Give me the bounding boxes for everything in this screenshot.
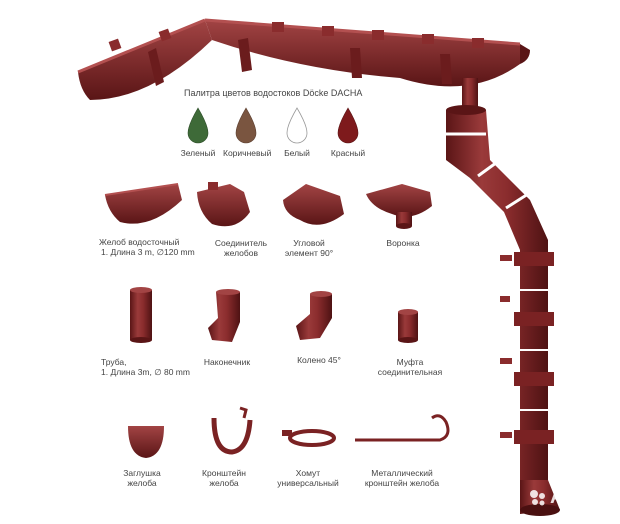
- gutter-part: [104, 183, 182, 224]
- part-label-cap: Заглушка желоба: [123, 468, 161, 488]
- bracket-part: [211, 406, 253, 455]
- downpipe: [446, 78, 560, 516]
- color-label-green: Зеленый: [180, 148, 216, 158]
- funnel-part: [366, 184, 432, 229]
- part-label-clamp: Хомут универсальный: [277, 468, 339, 488]
- color-label-white: Белый: [284, 148, 310, 158]
- connector-part: [197, 182, 250, 227]
- color-label-brown: Коричневый: [223, 148, 272, 158]
- cap-part: [128, 426, 164, 458]
- part-label-funnel: Воронка: [386, 238, 420, 248]
- part-label-tip: Наконечник: [203, 357, 251, 367]
- avito-logo-icon: [528, 488, 548, 508]
- part-label-bracket: Кронштейн желоба: [202, 468, 246, 488]
- color-label-red: Красный: [330, 148, 366, 158]
- avito-watermark: Avito: [550, 486, 605, 508]
- elbow-part: [296, 291, 332, 340]
- part-label-corner: Угловой элемент 90°: [284, 238, 334, 258]
- metal-bracket-part: [355, 414, 450, 442]
- part-label-coupling: Муфта соединительная: [377, 357, 443, 377]
- part-label-metal-bracket: Металлический кронштейн желоба: [364, 468, 440, 488]
- part-label-elbow: Колено 45°: [297, 355, 341, 365]
- part-label-pipe: Труба, 1. Длина 3m, ∅ 80 mm: [101, 357, 190, 377]
- clamp-part: [282, 429, 336, 447]
- tip-part: [208, 289, 240, 342]
- part-label-gutter: Желоб водосточный 1. Длина 3 m, ∅120 mm: [99, 237, 195, 257]
- coupling-part: [398, 309, 418, 343]
- palette-drops: [187, 107, 359, 144]
- palette-title: Палитра цветов водостоков Döcke DACHA: [184, 88, 363, 98]
- corner-part: [283, 184, 344, 225]
- top-gutter: [77, 18, 530, 100]
- part-label-connector: Соединитель желобов: [214, 238, 268, 258]
- pipe-part: [130, 287, 152, 343]
